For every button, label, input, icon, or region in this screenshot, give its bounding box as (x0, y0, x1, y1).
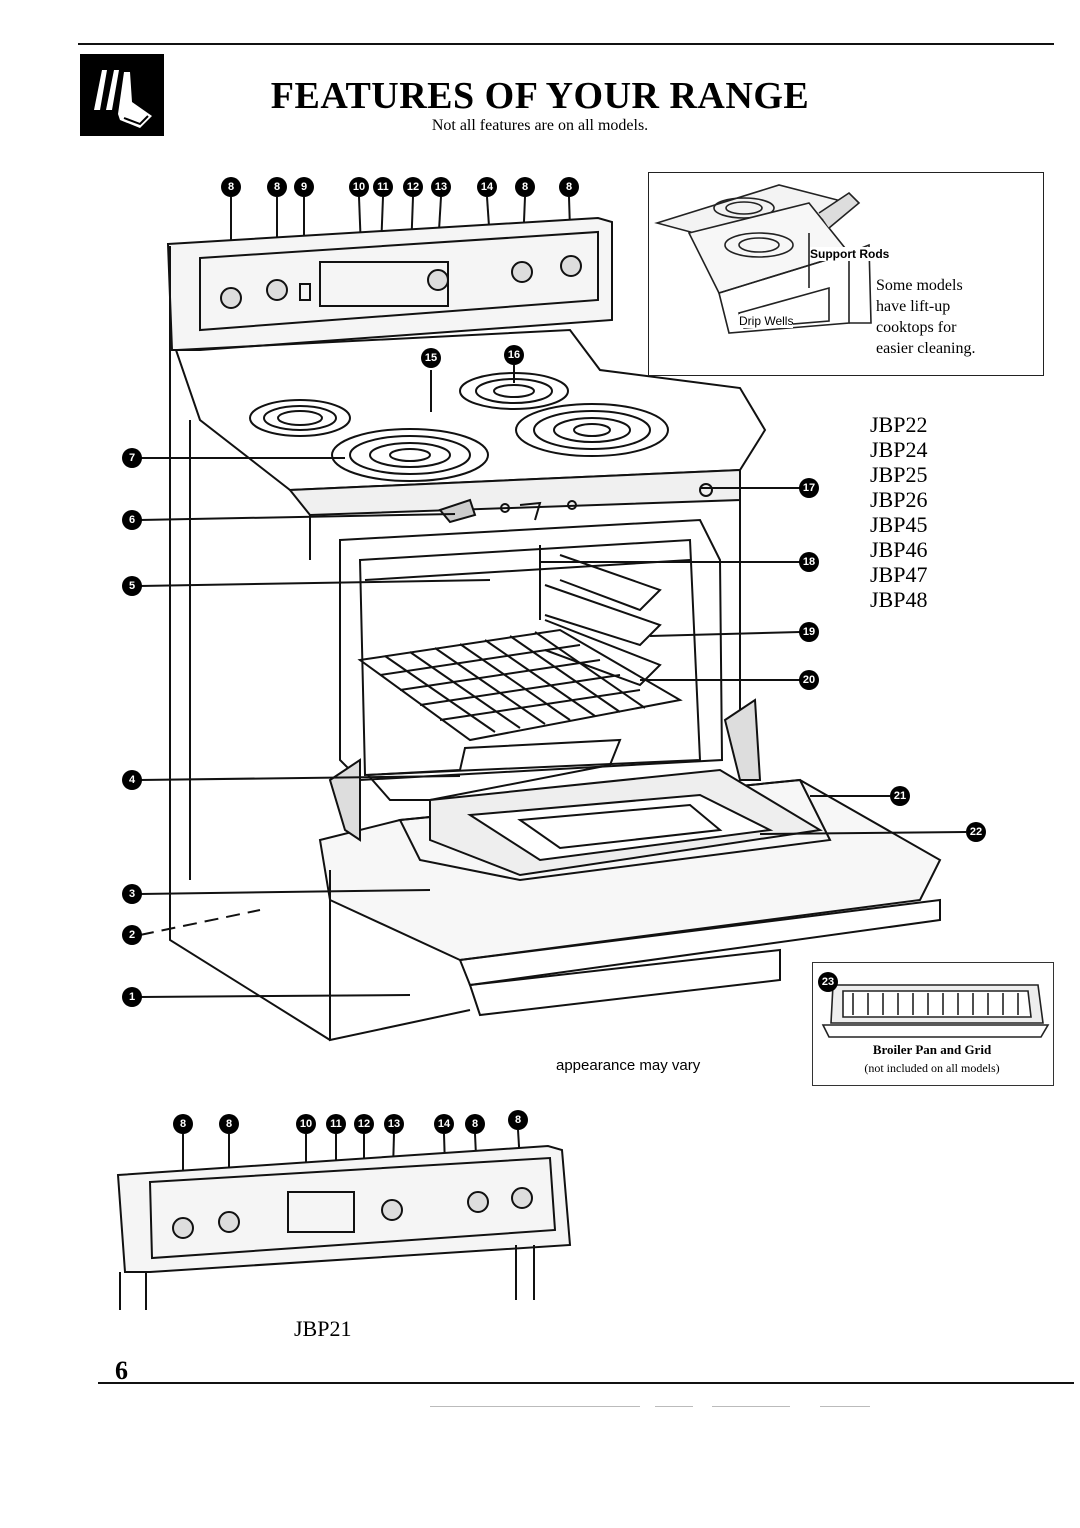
callout-badge: 7 (122, 448, 142, 468)
callout-badge: 8 (559, 177, 579, 197)
page-title: FEATURES OF YOUR RANGE (270, 75, 810, 117)
page-subtitle: Not all features are on all models. (431, 117, 649, 134)
callout-badge: 10 (296, 1114, 316, 1134)
lift-up-cooktop-note: Some models have lift-up cooktops for ea… (876, 275, 1036, 359)
callout-badge: 16 (504, 345, 524, 365)
lift-up-cooktop-illustration (654, 184, 872, 334)
drip-wells-label: Drip Wells (739, 314, 794, 328)
callout-badge: 21 (890, 786, 910, 806)
callout-badge: 14 (477, 177, 497, 197)
model-number: JBP25 (870, 462, 928, 487)
page-number: 6 (115, 1356, 128, 1385)
callout-badge: 11 (373, 177, 393, 197)
callout-badge: 8 (508, 1110, 528, 1130)
callout-badge: 6 (122, 510, 142, 530)
callout-badge: 5 (122, 576, 142, 596)
model-number: JBP22 (870, 412, 928, 437)
callout-badge: 4 (122, 770, 142, 790)
callout-badge: 2 (122, 925, 142, 945)
callout-badge: 8 (465, 1114, 485, 1134)
jbp21-control-panel (116, 1129, 572, 1310)
model-number: JBP24 (870, 437, 928, 462)
broiler-subcaption: (not included on all models) (864, 1061, 1000, 1075)
model-number: JBP48 (870, 587, 928, 612)
callout-badge: 22 (966, 822, 986, 842)
callout-badge: 11 (326, 1114, 346, 1134)
note-line: easier cleaning. (876, 340, 976, 357)
model-list: JBP22 JBP24 JBP25 JBP26 JBP45 JBP46 JBP4… (870, 412, 927, 612)
callout-badge: 12 (403, 177, 423, 197)
jbp21-model-label: JBP21 (294, 1316, 352, 1341)
model-number: JBP45 (870, 512, 928, 537)
callout-badge: 3 (122, 884, 142, 904)
callout-badge: 8 (173, 1114, 193, 1134)
support-rods-label: Support Rods (810, 247, 890, 261)
model-number: JBP46 (870, 537, 928, 562)
callout-badge: 9 (294, 177, 314, 197)
callout-badge: 19 (799, 622, 819, 642)
callout-badge: 8 (515, 177, 535, 197)
note-line: cooktops for (876, 319, 957, 336)
top-rule (78, 43, 1054, 45)
lift-up-cooktop-inset (648, 172, 1044, 376)
callout-badge: 23 (818, 972, 838, 992)
note-line: have lift-up (876, 298, 951, 315)
bottom-rule (98, 1382, 1074, 1384)
footer-faint-lines (430, 1406, 870, 1408)
callout-badge: 12 (354, 1114, 374, 1134)
broiler-pan-illustration (821, 984, 1050, 1038)
broiler-pan-inset (812, 962, 1054, 1086)
note-line: Some models (876, 277, 963, 294)
callout-badge: 18 (799, 552, 819, 572)
callout-badge: 10 (349, 177, 369, 197)
callout-badge: 14 (434, 1114, 454, 1134)
callout-badge: 8 (221, 177, 241, 197)
callout-badge: 20 (799, 670, 819, 690)
callout-badge: 13 (384, 1114, 404, 1134)
callout-badge: 8 (219, 1114, 239, 1134)
brand-logo (80, 54, 164, 136)
callout-badge: 13 (431, 177, 451, 197)
callout-badge: 1 (122, 987, 142, 1007)
callout-badge: 17 (799, 478, 819, 498)
model-number: JBP47 (870, 562, 928, 587)
broiler-caption: Broiler Pan and Grid (872, 1042, 992, 1057)
range-illustration (139, 196, 967, 1042)
callout-badge: 8 (267, 177, 287, 197)
appearance-note: appearance may vary (556, 1057, 701, 1074)
callout-badge: 15 (421, 348, 441, 368)
model-number: JBP26 (870, 487, 928, 512)
